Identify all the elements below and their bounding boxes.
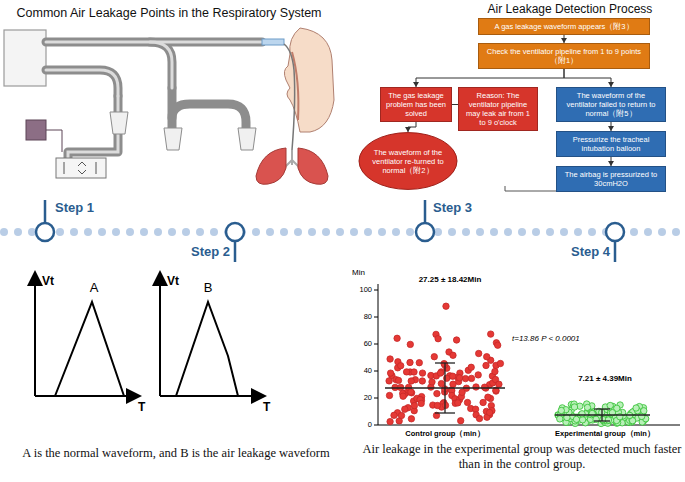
node-text: The gas leakage problem has been solved bbox=[385, 91, 447, 118]
tick-label: 60 bbox=[348, 339, 372, 348]
connector bbox=[608, 122, 614, 131]
node-text: The waveform of the ventilator re-turned… bbox=[372, 148, 444, 175]
process-box: The waveform of the ventilator failed to… bbox=[556, 87, 666, 122]
timeline bbox=[0, 228, 680, 236]
mean-error-bars bbox=[385, 363, 650, 421]
node-text: Reason: The ventilator pipeline may leak… bbox=[463, 91, 533, 127]
process-box: Pressurize the tracheal intubation ballo… bbox=[556, 131, 666, 157]
scatter-points bbox=[386, 303, 649, 427]
category-label: Experimental group（min） bbox=[540, 429, 670, 438]
axis-label: T bbox=[263, 400, 279, 414]
stat-label: 7.21 ± 4.39Min bbox=[560, 374, 650, 384]
node-text: The waveform of the ventilator failed to… bbox=[561, 91, 661, 118]
caption: Air leakage in the experimental group wa… bbox=[362, 442, 682, 472]
connector bbox=[561, 35, 567, 43]
tick-label: 20 bbox=[348, 393, 372, 402]
tick-label: 100 bbox=[348, 285, 372, 294]
step-label: Step 3 bbox=[433, 200, 493, 216]
process-box: Reason: The ventilator pipeline may leak… bbox=[458, 87, 538, 131]
stat-label: t=13.86 P < 0.0001 bbox=[512, 334, 608, 344]
lungs bbox=[256, 148, 328, 184]
scatter-chart-axes bbox=[374, 284, 680, 425]
step-markers bbox=[36, 200, 624, 262]
node-text: A gas leakage waveform appears（附3） bbox=[494, 22, 633, 31]
node-text: Check the ventilator pipeline from 1 to … bbox=[483, 47, 645, 65]
process-box: A gas leakage waveform appears（附3） bbox=[478, 18, 650, 35]
waveform-label: A bbox=[84, 280, 104, 296]
panel-title: Air Leakage Detection Process bbox=[470, 2, 670, 16]
category-label: Control group（min） bbox=[385, 429, 505, 438]
node-text: Pressurize the tracheal intubation ballo… bbox=[561, 135, 661, 153]
connector bbox=[413, 69, 564, 87]
waveform-plot bbox=[35, 272, 265, 396]
step-label: Step 4 bbox=[560, 244, 610, 260]
node-text: The airbag is pressurized to 30cmH2O bbox=[561, 170, 661, 188]
connector bbox=[564, 69, 614, 87]
connector bbox=[608, 157, 614, 166]
tick-label: 80 bbox=[348, 312, 372, 321]
patient-head bbox=[284, 28, 334, 150]
stat-label: 27.25 ± 18.42Min bbox=[400, 275, 500, 285]
process-box: Check the ventilator pipeline from 1 to … bbox=[478, 43, 650, 69]
axis-title: Min bbox=[352, 268, 382, 278]
step-label: Step 1 bbox=[55, 200, 115, 216]
step-label: Step 2 bbox=[180, 244, 230, 260]
panel-title: Common Air Leakage Points in the Respira… bbox=[4, 6, 334, 21]
caption: A is the normal waveform, and B is the a… bbox=[2, 446, 350, 461]
tick-label: 0 bbox=[348, 420, 372, 429]
process-box: The airbag is pressurized to 30cmH2O bbox=[556, 166, 666, 192]
process-box: The gas leakage problem has been solved bbox=[380, 87, 452, 122]
axis-label: T bbox=[138, 400, 154, 414]
axis-label: Vt bbox=[167, 274, 197, 288]
tick-label: 40 bbox=[348, 366, 372, 375]
axis-label: Vt bbox=[42, 274, 72, 288]
waveform-label: B bbox=[198, 280, 218, 296]
terminal-ellipse: The waveform of the ventilator re-turned… bbox=[358, 132, 458, 190]
ventilator-circuit bbox=[4, 30, 284, 178]
connector bbox=[405, 122, 416, 132]
